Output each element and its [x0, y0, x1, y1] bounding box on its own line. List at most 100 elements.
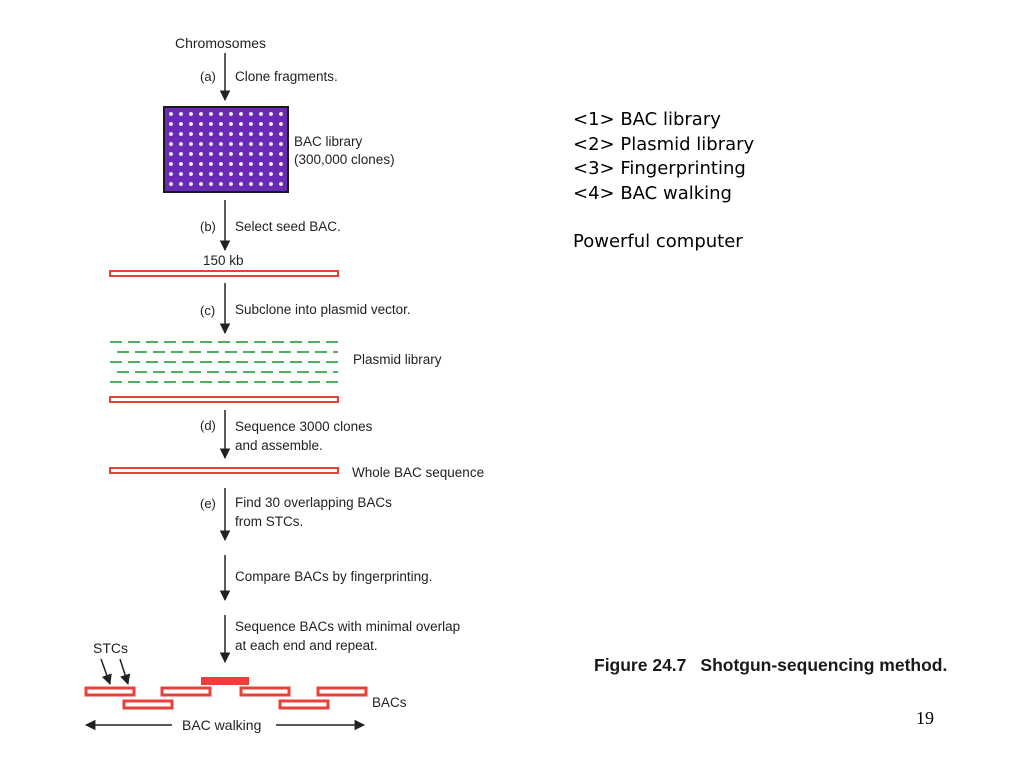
clone-dot [249, 142, 253, 146]
clone-dot [279, 132, 283, 136]
clone-dot [219, 132, 223, 136]
clone-dot [279, 152, 283, 156]
clone-dot [199, 172, 203, 176]
clone-dot [169, 122, 173, 126]
clone-dot [169, 182, 173, 186]
chromosomes-label: Chromosomes [175, 35, 266, 51]
clone-dot [259, 182, 263, 186]
step-f-text: Compare BACs by fingerprinting. [235, 569, 432, 584]
clone-dot [189, 132, 193, 136]
clone-dot [189, 152, 193, 156]
notes-extra: Powerful computer [573, 231, 743, 252]
step-c-text: Subclone into plasmid vector. [235, 302, 411, 317]
bacs-label: BACs [372, 695, 407, 710]
step-e-text-1: Find 30 overlapping BACs [235, 495, 392, 510]
bac-library-label-2: (300,000 clones) [294, 152, 395, 167]
notes-item: <1> BAC library [573, 109, 721, 130]
notes-item: <4> BAC walking [573, 182, 732, 204]
clone-dot [269, 122, 273, 126]
clone-dot [179, 162, 183, 166]
clone-dot [169, 142, 173, 146]
step-g-text-1: Sequence BACs with minimal overlap [235, 619, 460, 634]
bac-segment [278, 699, 330, 710]
clone-dot [239, 162, 243, 166]
clone-dot [179, 182, 183, 186]
bac-library-dots [169, 112, 283, 186]
bac-library-label-1: BAC library [294, 134, 363, 149]
whole-bac-bar [109, 467, 339, 474]
clone-dot [229, 132, 233, 136]
clone-dot [219, 142, 223, 146]
clone-dot [269, 112, 273, 116]
notes-item: <3> Fingerprinting [573, 158, 746, 179]
step-b-id: (b) [200, 219, 216, 234]
clone-dot [239, 112, 243, 116]
clone-dot [169, 112, 173, 116]
clone-dot [179, 142, 183, 146]
clone-dot [239, 172, 243, 176]
stc-arrow-right [119, 658, 131, 686]
plasmid-library-fragments [110, 341, 338, 383]
clone-dot [179, 112, 183, 116]
clone-dot [279, 112, 283, 116]
stcs-label: STCs [93, 640, 128, 656]
clone-dot [219, 172, 223, 176]
step-d-text-2: and assemble. [235, 438, 323, 453]
clone-dot [179, 152, 183, 156]
figure-title: Shotgun-sequencing method. [700, 655, 948, 675]
clone-dot [239, 142, 243, 146]
clone-dot [199, 152, 203, 156]
clone-dot [219, 162, 223, 166]
clone-dot [209, 182, 213, 186]
stc-arrow-left [100, 658, 112, 685]
clone-dot [229, 122, 233, 126]
page-number: 19 [916, 708, 934, 728]
clone-dot [259, 142, 263, 146]
step-a-id: (a) [200, 69, 216, 84]
clone-dot [269, 162, 273, 166]
clone-dot [259, 122, 263, 126]
clone-dot [169, 132, 173, 136]
clone-dot [199, 142, 203, 146]
clone-dot [269, 142, 273, 146]
clone-dot [189, 122, 193, 126]
seed-bac-bar [109, 270, 339, 277]
clone-dot [229, 172, 233, 176]
clone-dot [199, 132, 203, 136]
clone-dot [269, 132, 273, 136]
clone-dot [249, 132, 253, 136]
clone-dot [259, 162, 263, 166]
clone-dot [279, 142, 283, 146]
clone-dot [189, 112, 193, 116]
clone-dot [229, 182, 233, 186]
clone-dot [259, 152, 263, 156]
clone-dot [219, 182, 223, 186]
clone-dot [209, 162, 213, 166]
shotgun-sequencing-diagram: Chromosomes (a) Clone fragments. (b) Sel… [84, 35, 484, 733]
clone-dot [179, 122, 183, 126]
step-d-id: (d) [200, 418, 216, 433]
clone-dot [259, 172, 263, 176]
clone-dot [279, 172, 283, 176]
bac-library-grid [163, 106, 289, 193]
step-e-text-2: from STCs. [235, 514, 303, 529]
clone-dot [229, 112, 233, 116]
plasmid-library-label: Plasmid library [353, 352, 442, 367]
step-a-text: Clone fragments. [235, 69, 338, 84]
clone-dot [279, 162, 283, 166]
clone-dot [239, 122, 243, 126]
step-b-text: Select seed BAC. [235, 219, 341, 234]
clone-dot [229, 152, 233, 156]
notes-gap [573, 206, 754, 230]
clone-dot [279, 122, 283, 126]
clone-dot [199, 162, 203, 166]
clone-dot [209, 122, 213, 126]
clone-dot [239, 182, 243, 186]
clone-dot [259, 112, 263, 116]
clone-dot [249, 112, 253, 116]
clone-dot [219, 152, 223, 156]
clone-dot [189, 162, 193, 166]
seed-bac-segment [201, 677, 249, 685]
